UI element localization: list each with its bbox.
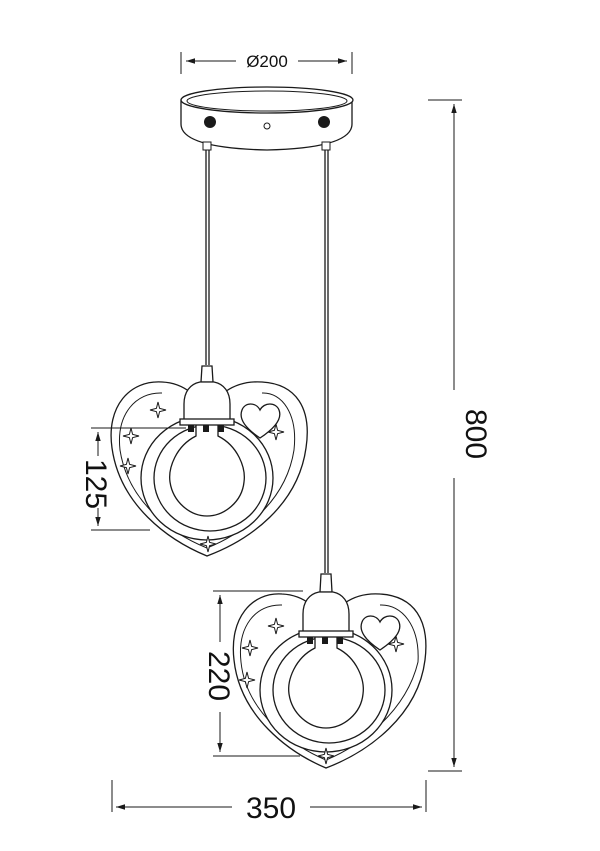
dimension-upper-shade: 125 bbox=[79, 427, 186, 531]
suspension-cables bbox=[205, 150, 329, 573]
total-width-label: 350 bbox=[246, 792, 296, 825]
upper-heart-lamp bbox=[110, 365, 308, 557]
lower-shade-height-label: 220 bbox=[202, 651, 235, 701]
lower-heart-lamp bbox=[232, 573, 427, 769]
dimension-total-height: 800 bbox=[428, 99, 492, 772]
total-height-label: 800 bbox=[459, 409, 492, 459]
dimension-canopy-diameter: Ø200 bbox=[180, 52, 353, 74]
upper-shade-height-label: 125 bbox=[79, 459, 112, 509]
dimension-lower-shade: 220 bbox=[202, 590, 303, 757]
dimension-total-width: 350 bbox=[111, 780, 427, 825]
canopy-diameter-label: Ø200 bbox=[246, 52, 288, 71]
ceiling-canopy bbox=[180, 86, 354, 151]
